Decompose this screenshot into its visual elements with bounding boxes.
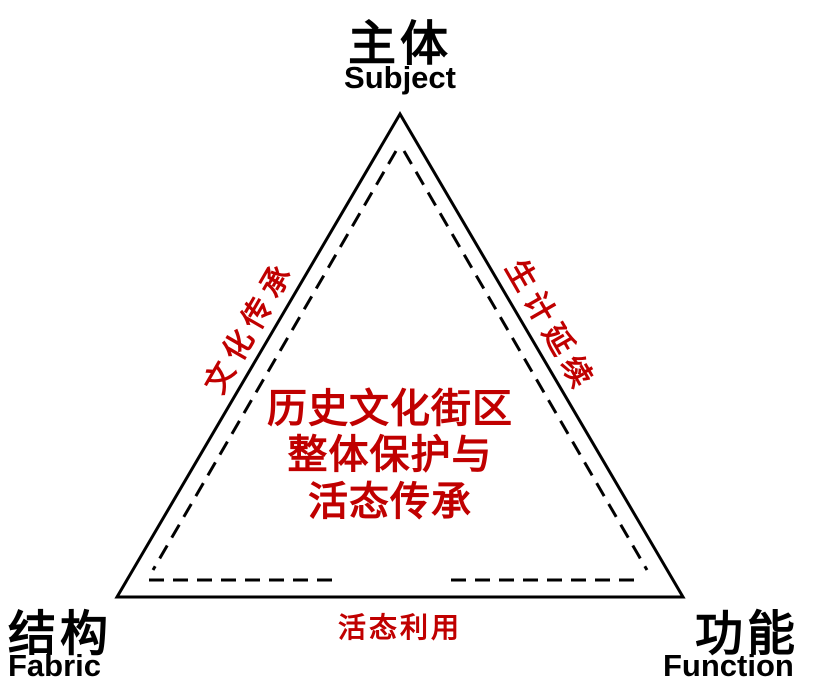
inner-dashed-right-edge — [402, 150, 649, 571]
vertex-top-label-en: Subject — [344, 60, 456, 95]
inner-dashed-left-edge — [151, 150, 398, 571]
vertex-bottom-left-label-en: Fabric — [8, 648, 102, 683]
center-title: 历史文化街区 整体保护与 活态传承 — [267, 386, 513, 525]
center-title-line-1: 历史文化街区 — [267, 387, 513, 431]
vertex-bottom-left-label-zh: 结构 — [8, 608, 113, 661]
edge-label-bottom: 活态利用 — [337, 612, 463, 643]
center-title-line-3: 活态传承 — [308, 479, 472, 524]
center-title-line-2: 整体保护与 — [287, 433, 493, 478]
vertex-bottom-right-label-zh: 功能 — [695, 608, 800, 661]
outer-triangle-outline — [114, 111, 686, 599]
vertex-bottom-right-label-en: Function — [663, 648, 794, 683]
vertex-top-label-zh: 主体 — [347, 18, 453, 71]
